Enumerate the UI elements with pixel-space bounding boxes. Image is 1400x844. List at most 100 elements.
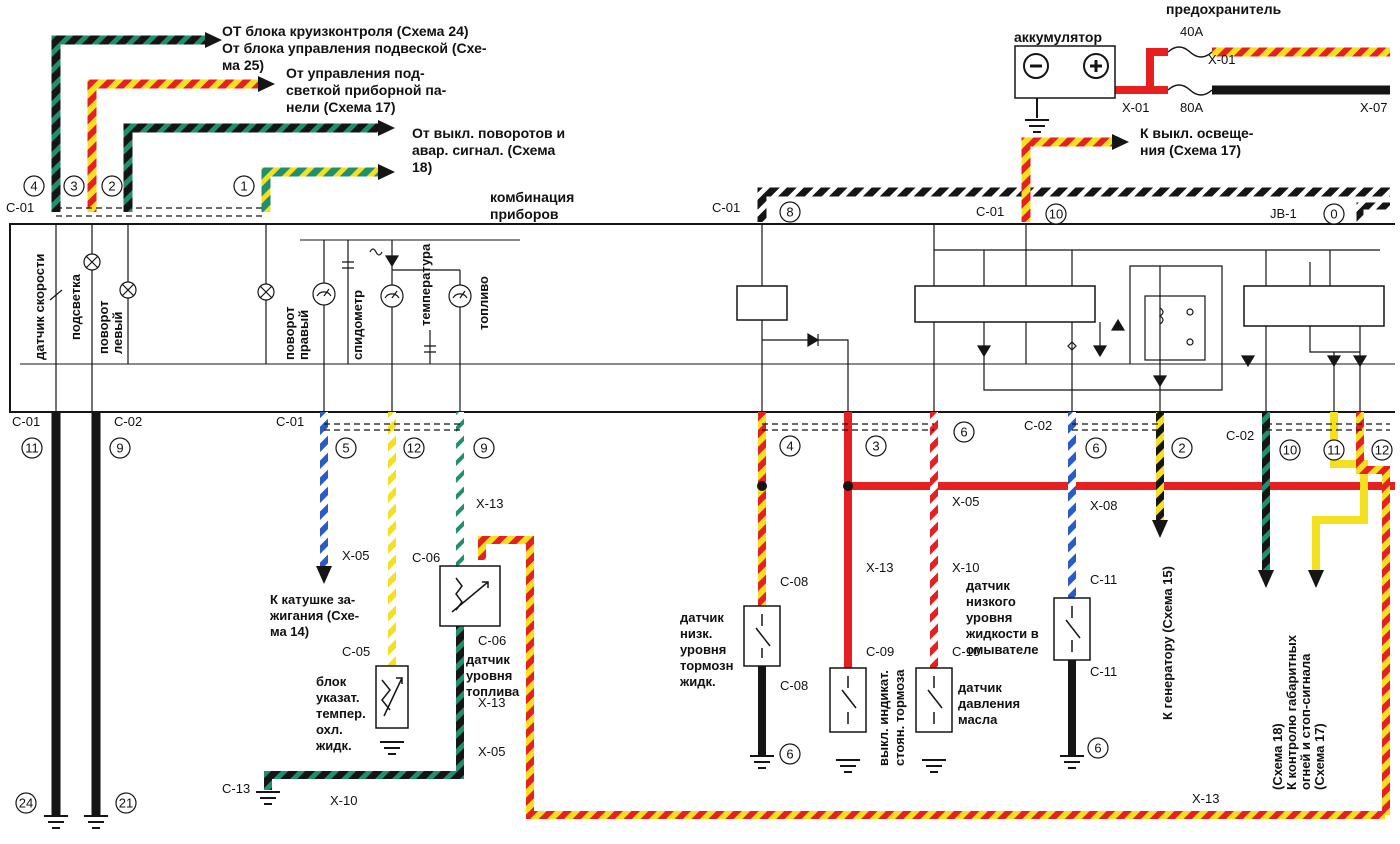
arrow-hazard — [378, 164, 395, 180]
top-wires-left — [51, 32, 395, 217]
pin-bot-12a: 12 — [407, 441, 421, 456]
pin-gnd-6b: 6 — [1094, 741, 1101, 756]
label-speed-sensor: датчик скорости — [32, 254, 47, 360]
label-generator: К генератору (Схема 15) — [1160, 566, 1175, 720]
pin-top-8: 8 — [786, 205, 793, 220]
arrow-cruise — [205, 32, 222, 48]
bottom-wires — [51, 412, 1395, 819]
pin-bot-6a: 6 — [960, 425, 967, 440]
label-combo-2: приборов — [490, 206, 559, 222]
bottom-components — [375, 565, 1091, 733]
label-battery: аккумулятор — [1014, 29, 1102, 45]
connector-c01-bottom-dashes — [324, 423, 1390, 431]
wire-dash-light — [87, 79, 258, 212]
pin-bot-2: 2 — [1178, 441, 1185, 456]
conn-x13-a: X-13 — [476, 496, 503, 511]
pin-bot-9b: 9 — [480, 441, 487, 456]
pin-top-4: 4 — [30, 179, 37, 194]
wire-cruise — [51, 35, 205, 212]
arrow-ignition — [316, 566, 332, 584]
label-fuel-2: уровня — [466, 668, 512, 683]
wire-battery-red — [1098, 48, 1168, 94]
pin-gnd-6a: 6 — [786, 747, 793, 762]
arrow-dash-light — [258, 76, 275, 92]
label-brake-5: жидк. — [679, 674, 716, 689]
label-temperature: температура — [418, 243, 433, 326]
conn-x10-a: X-10 — [330, 793, 357, 808]
conn-c05: C-05 — [342, 644, 370, 659]
arrow-lighting — [1112, 134, 1129, 150]
label-fuel-3: топлива — [466, 684, 520, 699]
label-dash-2: светкой приборной па- — [286, 82, 447, 98]
conn-c06-a: C-06 — [412, 550, 440, 565]
pin-bot-11b: 11 — [1327, 443, 1341, 458]
bottom-texts: К катушке за- жигания (Схе- ма 14) блок … — [269, 566, 1327, 790]
cluster-internals-right — [736, 224, 1385, 412]
conn-c01-c: C-01 — [976, 204, 1004, 219]
label-turn-3: 18) — [412, 159, 432, 175]
conn-x01-b: X-01 — [1122, 100, 1149, 115]
label-brake-2: низк. — [680, 626, 712, 641]
label-backlight: подсветка — [68, 273, 83, 340]
label-fuse: предохранитель — [1166, 1, 1282, 17]
conn-c01-a: C-01 — [6, 200, 34, 215]
conn-c01-b: C-01 — [712, 200, 740, 215]
label-oil-1: датчик — [958, 680, 1002, 695]
arrow-lights-a — [1258, 570, 1274, 588]
top-texts: ОТ блока круизконтроля (Схема 24) От бло… — [222, 1, 1297, 222]
pin-bot-12b: 12 — [1375, 443, 1389, 458]
conn-x05-b: X-05 — [478, 744, 505, 759]
pin-bot-5: 5 — [342, 441, 349, 456]
conn-x10-b: X-10 — [952, 560, 979, 575]
label-cruise: ОТ блока круизконтроля (Схема 24) — [222, 23, 469, 39]
label-temp-4: охл. — [316, 722, 343, 737]
pin-top-10: 10 — [1049, 207, 1063, 222]
label-park-1: выкл. индикат. — [876, 670, 891, 766]
cluster-vertical-labels: датчик скорости подсветка поворот левый … — [32, 243, 491, 360]
label-oil-3: масла — [958, 712, 998, 727]
pin-top-0: 0 — [1330, 207, 1337, 222]
conn-x13-c: X-13 — [866, 560, 893, 575]
arrow-lights-b — [1308, 570, 1324, 588]
conn-c08-a: C-08 — [780, 574, 808, 589]
wire-x13-loop — [478, 536, 1385, 819]
label-jb: JB-1 — [1270, 206, 1297, 221]
conn-c08-b: C-08 — [780, 678, 808, 693]
connector-c01-top-dashes — [56, 207, 266, 217]
conn-c02-a: C-02 — [114, 414, 142, 429]
label-fuse-80: 80А — [1180, 100, 1203, 115]
conn-x01-a: X-01 — [1208, 52, 1235, 67]
pin-bot-3: 3 — [872, 439, 879, 454]
label-dash-3: нели (Схема 17) — [286, 99, 396, 115]
label-lights-1: (Схема 18) — [1270, 723, 1285, 790]
top-wires-right — [757, 46, 1390, 222]
arrow-generator — [1152, 520, 1168, 538]
conn-x05-a: X-05 — [342, 548, 369, 563]
label-ignition-2: жигания (Схе- — [269, 608, 359, 623]
wire-jb-stub — [1356, 202, 1390, 222]
pin-top-2: 2 — [108, 179, 115, 194]
label-washer-4: жидкости в — [965, 626, 1039, 641]
conn-x05-c: X-05 — [952, 494, 979, 509]
wire-lights-c — [1356, 412, 1390, 815]
label-washer-3: уровня — [966, 610, 1012, 625]
pin-bot-6b: 6 — [1092, 441, 1099, 456]
wire-fuel-gnd — [264, 626, 464, 790]
label-temp-5: жидк. — [315, 738, 352, 753]
conn-c10: C-10 — [952, 644, 980, 659]
label-turn-1: От выкл. поворотов и — [412, 125, 565, 141]
fuse-40a — [1167, 46, 1213, 58]
label-lights-4: (Схема 17) — [1312, 723, 1327, 790]
connector-labels: C-01 C-01 C-01 C-01 C-02 C-01 C-02 C-02 … — [6, 52, 1387, 808]
label-park-2: стоян. тормоза — [892, 669, 907, 766]
label-fuel: топливо — [476, 276, 491, 330]
battery — [1014, 45, 1116, 99]
pin-gnd-21: 21 — [119, 796, 133, 811]
label-washer-2: низкого — [966, 594, 1016, 609]
pin-top-3: 3 — [70, 179, 77, 194]
label-light-1: К выкл. освеще- — [1140, 125, 1254, 141]
wire-ground-bus — [757, 187, 1390, 222]
wire-lighting — [1021, 137, 1112, 222]
label-light-2: ния (Схема 17) — [1140, 142, 1241, 158]
